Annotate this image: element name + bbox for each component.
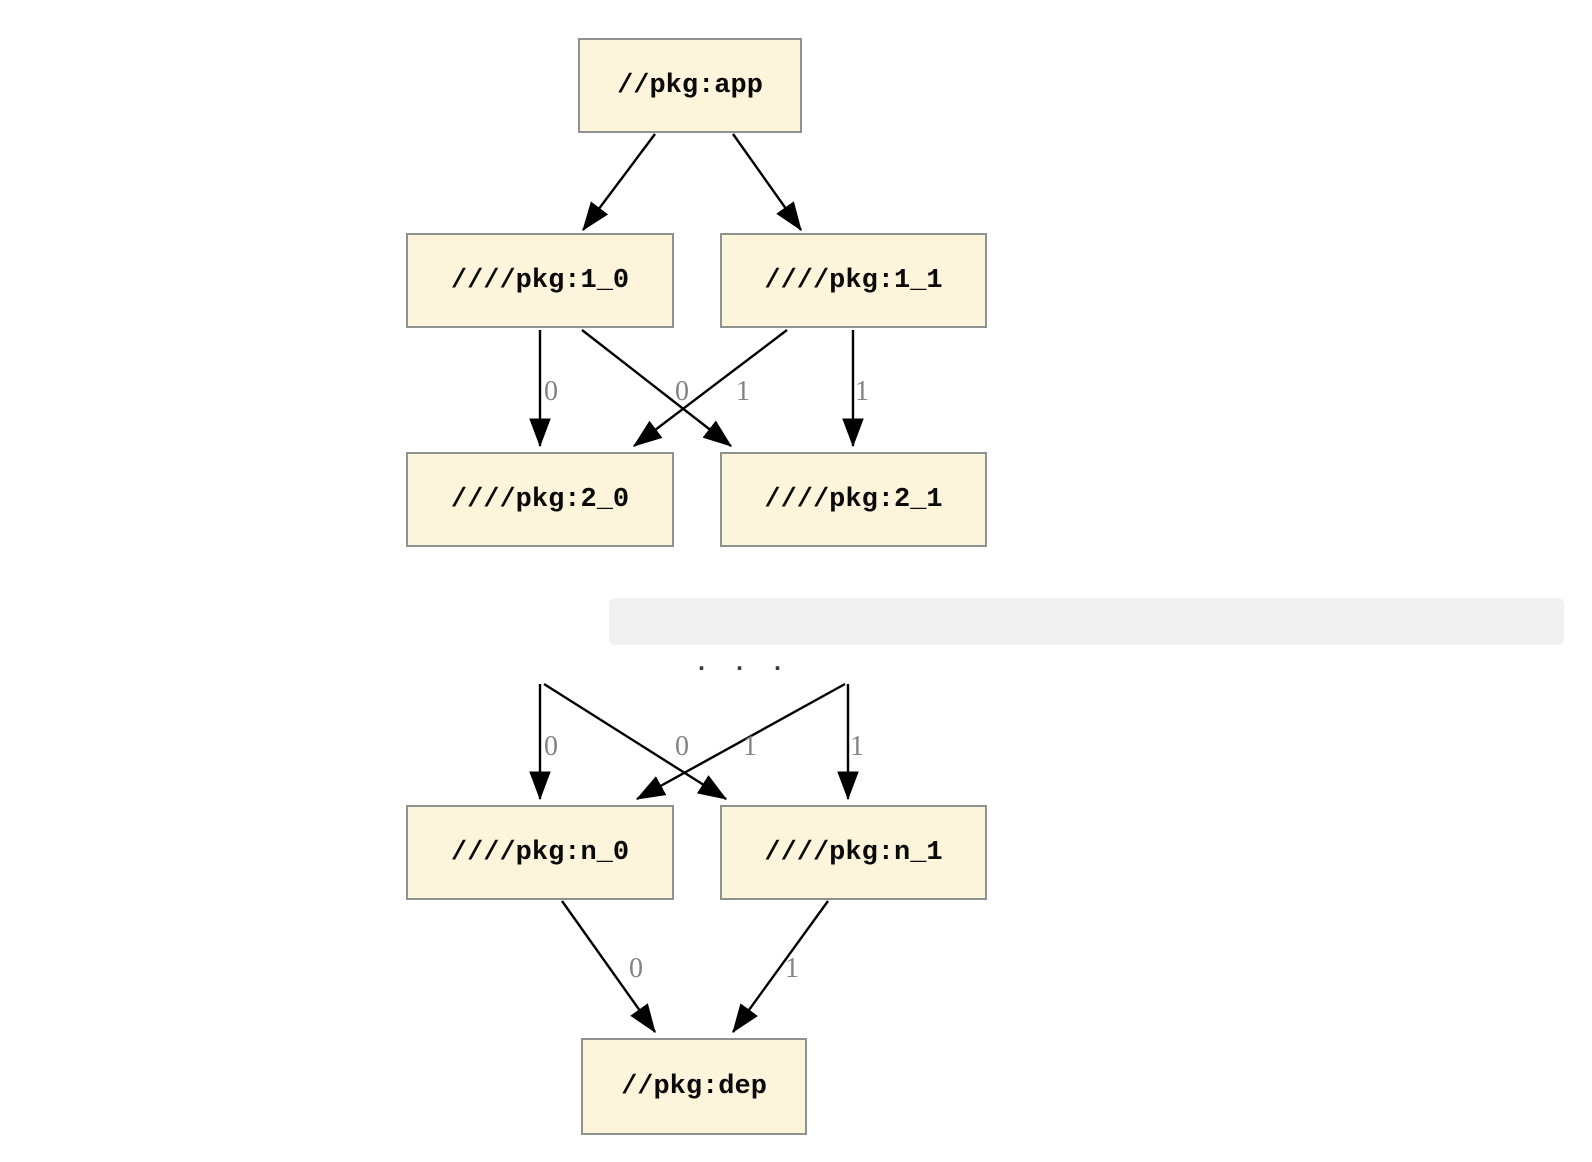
edge-label: 0: [544, 376, 558, 407]
node-pkg-2-1: ////pkg:2_1: [720, 452, 987, 547]
node-pkg-1-0: ////pkg:1_0: [406, 233, 674, 328]
node-label: ////pkg:1_1: [764, 265, 943, 296]
edge-pkg1_0-to-pkg2_1: [581, 329, 732, 447]
edge-pkgn_0-to-dep: [561, 900, 656, 1033]
edge-label: 0: [544, 731, 558, 762]
edge-app-to-pkg1_1: [732, 133, 802, 231]
node-label: ////pkg:1_0: [450, 265, 630, 296]
node-label: ////pkg:2_0: [450, 484, 630, 515]
node-label: ////pkg:2_1: [764, 484, 943, 515]
node-label: ////pkg:n_1: [764, 837, 943, 868]
node-label: //pkg:app: [617, 70, 763, 101]
node-pkg-2-0: ////pkg:2_0: [406, 452, 674, 547]
ellipsis-band: . . .: [609, 598, 1564, 678]
edge-label: 1: [785, 953, 799, 984]
ellipsis-label: . . .: [694, 649, 790, 678]
edge-app-to-pkg1_0: [582, 133, 656, 231]
edge-cross-to-pkgn_0: [635, 682, 846, 801]
node-label: ////pkg:n_0: [450, 837, 630, 868]
node-label: //pkg:dep: [621, 1071, 767, 1102]
edge-cross-to-pkgn_1: [543, 682, 728, 801]
edge-label: 1: [743, 731, 757, 762]
edge-pkg1_1-to-pkg2_0: [633, 329, 788, 447]
edge-label: 1: [850, 731, 864, 762]
edge-label: 0: [675, 731, 689, 762]
edge-label: 1: [855, 376, 869, 407]
edge-label: 0: [629, 953, 643, 984]
node-pkg-n-0: ////pkg:n_0: [406, 805, 674, 900]
node-pkg-1-1: ////pkg:1_1: [720, 233, 987, 328]
edge-pkgn_1-to-dep: [732, 900, 829, 1033]
edge-label: 1: [736, 376, 750, 407]
node-pkg-app: //pkg:app: [578, 38, 802, 133]
node-pkg-n-1: ////pkg:n_1: [720, 805, 987, 900]
node-pkg-dep: //pkg:dep: [581, 1038, 807, 1135]
edge-label: 0: [675, 376, 689, 407]
